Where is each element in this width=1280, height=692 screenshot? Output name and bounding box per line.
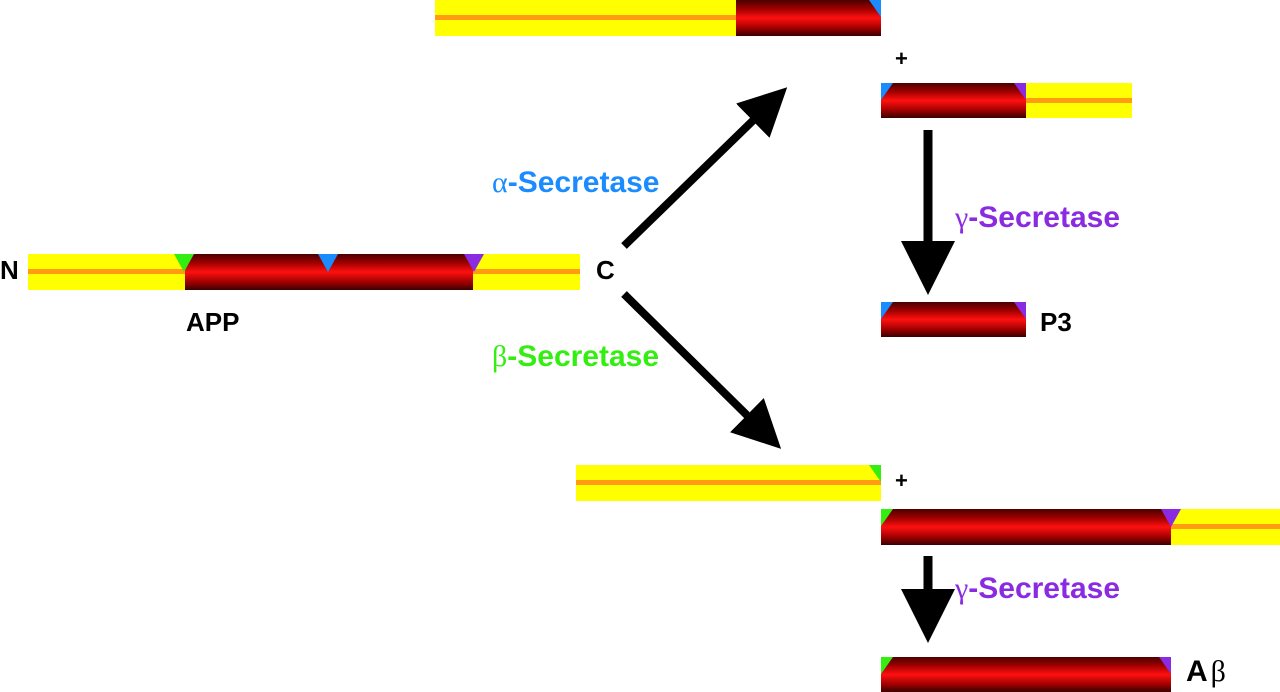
- sapp-alpha-flank: [435, 0, 736, 36]
- abeta-bar: [881, 657, 1171, 692]
- c99-c-flank: [1171, 509, 1280, 545]
- beta-cut-marker: [869, 465, 881, 482]
- n-terminus-label: N: [0, 255, 19, 285]
- alpha-secretase-label: α-Secretase: [492, 168, 660, 198]
- abeta-label-a: A: [1186, 655, 1208, 688]
- gamma-site-marker: [1161, 509, 1181, 527]
- p3-label: P3: [1040, 307, 1072, 337]
- alpha-symbol: α: [492, 166, 508, 199]
- beta-site-marker: [174, 254, 194, 272]
- abeta-label-beta: β: [1210, 655, 1226, 688]
- gamma-symbol: γ: [955, 201, 969, 234]
- beta-secretase-text: -Secretase: [507, 340, 660, 373]
- alpha-cut-marker: [881, 302, 893, 319]
- app-label: APP: [186, 307, 240, 337]
- gamma-secretase-label-top: γ-Secretase: [955, 203, 1120, 233]
- gamma-site-marker: [464, 254, 484, 272]
- p3-bar: [881, 302, 1026, 337]
- gamma-secretase-label-bottom: γ-Secretase: [955, 574, 1120, 604]
- beta-secretase-label: β-Secretase: [492, 342, 659, 372]
- gamma-secretase-text: -Secretase: [968, 201, 1121, 234]
- plus-sign-top: +: [895, 46, 908, 71]
- beta-symbol: β: [492, 340, 508, 373]
- beta-cut-marker: [881, 509, 893, 526]
- alpha-arrow: [621, 87, 788, 249]
- beta-arrow: [621, 291, 782, 449]
- beta-cut-marker: [881, 657, 893, 674]
- sapp-alpha-partial-abeta: [736, 0, 881, 36]
- gamma-cut-marker: [1014, 302, 1026, 319]
- app-n-flank: [28, 254, 185, 290]
- c83-p3-region: [881, 83, 1026, 118]
- c-terminus-label: C: [596, 255, 615, 285]
- alpha-cut-marker: [881, 83, 893, 100]
- gamma-symbol: γ: [955, 572, 969, 605]
- gamma-site-marker: [1014, 83, 1026, 100]
- alpha-cut-marker: [869, 0, 881, 17]
- c99-abeta-region: [881, 509, 1171, 545]
- alpha-site-marker: [318, 254, 338, 272]
- gamma-cut-marker: [1159, 657, 1171, 674]
- app-c-flank: [473, 254, 580, 290]
- plus-sign-bottom: +: [895, 468, 908, 493]
- c83-c-flank: [1026, 83, 1132, 118]
- gamma-secretase-text: -Secretase: [968, 572, 1121, 605]
- alpha-secretase-text: -Secretase: [507, 166, 660, 199]
- sapp-beta-flank: [576, 465, 881, 501]
